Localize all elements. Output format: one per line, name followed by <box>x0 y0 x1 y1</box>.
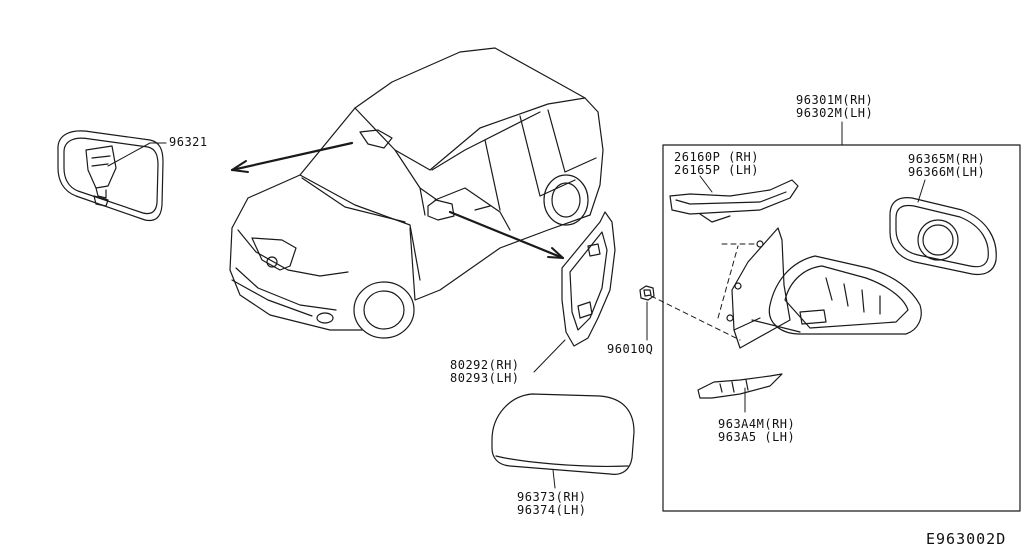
leader-lines <box>107 121 926 489</box>
direction-arrows <box>230 141 565 260</box>
bracket-drawing <box>697 373 783 399</box>
diagram-reference-code: E963002D <box>926 530 1007 548</box>
arrow-to-outer-mirror <box>448 210 565 260</box>
label-nut: 96010Q <box>607 342 654 356</box>
arrow-to-inner-mirror <box>230 141 354 172</box>
rear-view-mirror-drawing <box>57 130 164 222</box>
label-corner-finisher: 80292(RH) 80293(LH) <box>450 358 520 385</box>
label-mirror-glass: 96365M(RH) 96366M(LH) <box>908 152 986 179</box>
label-turn-lamp: 26160P (RH) 26165P (LH) <box>674 150 759 177</box>
label-bracket: 963A4M(RH) 963A5 (LH) <box>718 417 796 444</box>
mirror-base-drawing <box>726 227 791 349</box>
label-rear-view-mirror: 96321 <box>169 135 208 149</box>
nut-drawing <box>639 285 655 301</box>
label-mirror-assembly: 96301M(RH) 96302M(LH) <box>796 93 874 120</box>
mirror-cover-drawing <box>491 393 635 475</box>
mirror-housing-drawing <box>751 255 922 335</box>
corner-finisher-drawing <box>561 211 616 347</box>
vehicle-drawing <box>229 47 604 339</box>
turn-lamp-drawing <box>669 179 799 223</box>
label-mirror-cover: 96373(RH) 96374(LH) <box>517 490 587 517</box>
mirror-glass-drawing <box>889 197 997 276</box>
